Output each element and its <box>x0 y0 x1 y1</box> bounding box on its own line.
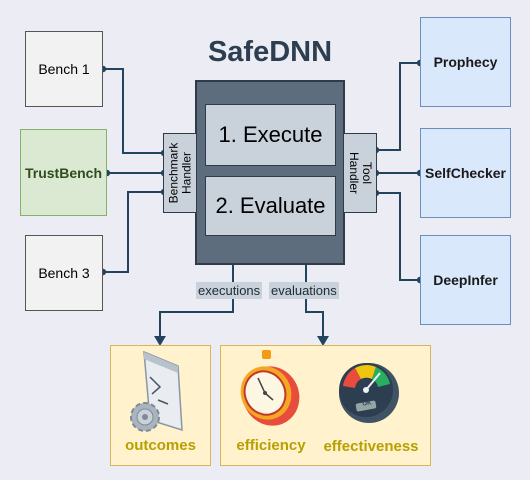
deepinfer-label: DeepInfer <box>433 272 498 288</box>
prophecy-label: Prophecy <box>433 54 498 70</box>
bench3-connector <box>103 191 164 273</box>
trustbench-label: TrustBench <box>24 164 102 181</box>
evaluate-step[interactable]: 2. Evaluate <box>205 176 336 236</box>
bench-3-box[interactable]: Bench 3 <box>25 235 103 311</box>
effectiveness-label: effectiveness <box>323 438 419 455</box>
deepinfer-box[interactable]: DeepInfer <box>420 235 511 325</box>
executions-arrowhead <box>154 336 166 346</box>
gauge-icon <box>339 363 399 423</box>
deepinfer-connector <box>376 192 420 281</box>
evaluate-step-label: 2. Evaluate <box>215 193 326 218</box>
diagram-title: SafeDNN <box>207 36 333 68</box>
terminal-gear-icon <box>130 350 183 432</box>
prophecy-box[interactable]: Prophecy <box>420 17 511 107</box>
prophecy-connector <box>376 62 420 151</box>
trustbench-box[interactable]: TrustBench <box>20 129 107 216</box>
evaluations-arrowhead <box>317 336 329 346</box>
bench-3-label: Bench 3 <box>38 265 90 281</box>
execute-step[interactable]: 1. Execute <box>205 104 336 166</box>
selfchecker-label: SelfChecker <box>425 165 506 181</box>
benchmark-handler[interactable]: Benchmark Handler <box>163 133 197 213</box>
tool-handler[interactable]: Tool Handler <box>343 133 377 213</box>
execute-step-label: 1. Execute <box>218 122 323 147</box>
bench-1-box[interactable]: Bench 1 <box>25 31 103 107</box>
outcomes-label: outcomes <box>125 437 196 454</box>
selfchecker-box[interactable]: SelfChecker <box>420 128 511 218</box>
bench1-connector <box>103 68 164 154</box>
stopwatch-icon <box>240 350 300 426</box>
efficiency-label: efficiency <box>236 437 306 454</box>
bench-1-label: Bench 1 <box>38 61 90 77</box>
evaluations-label: evaluations <box>269 282 339 299</box>
executions-label: executions <box>196 282 263 299</box>
